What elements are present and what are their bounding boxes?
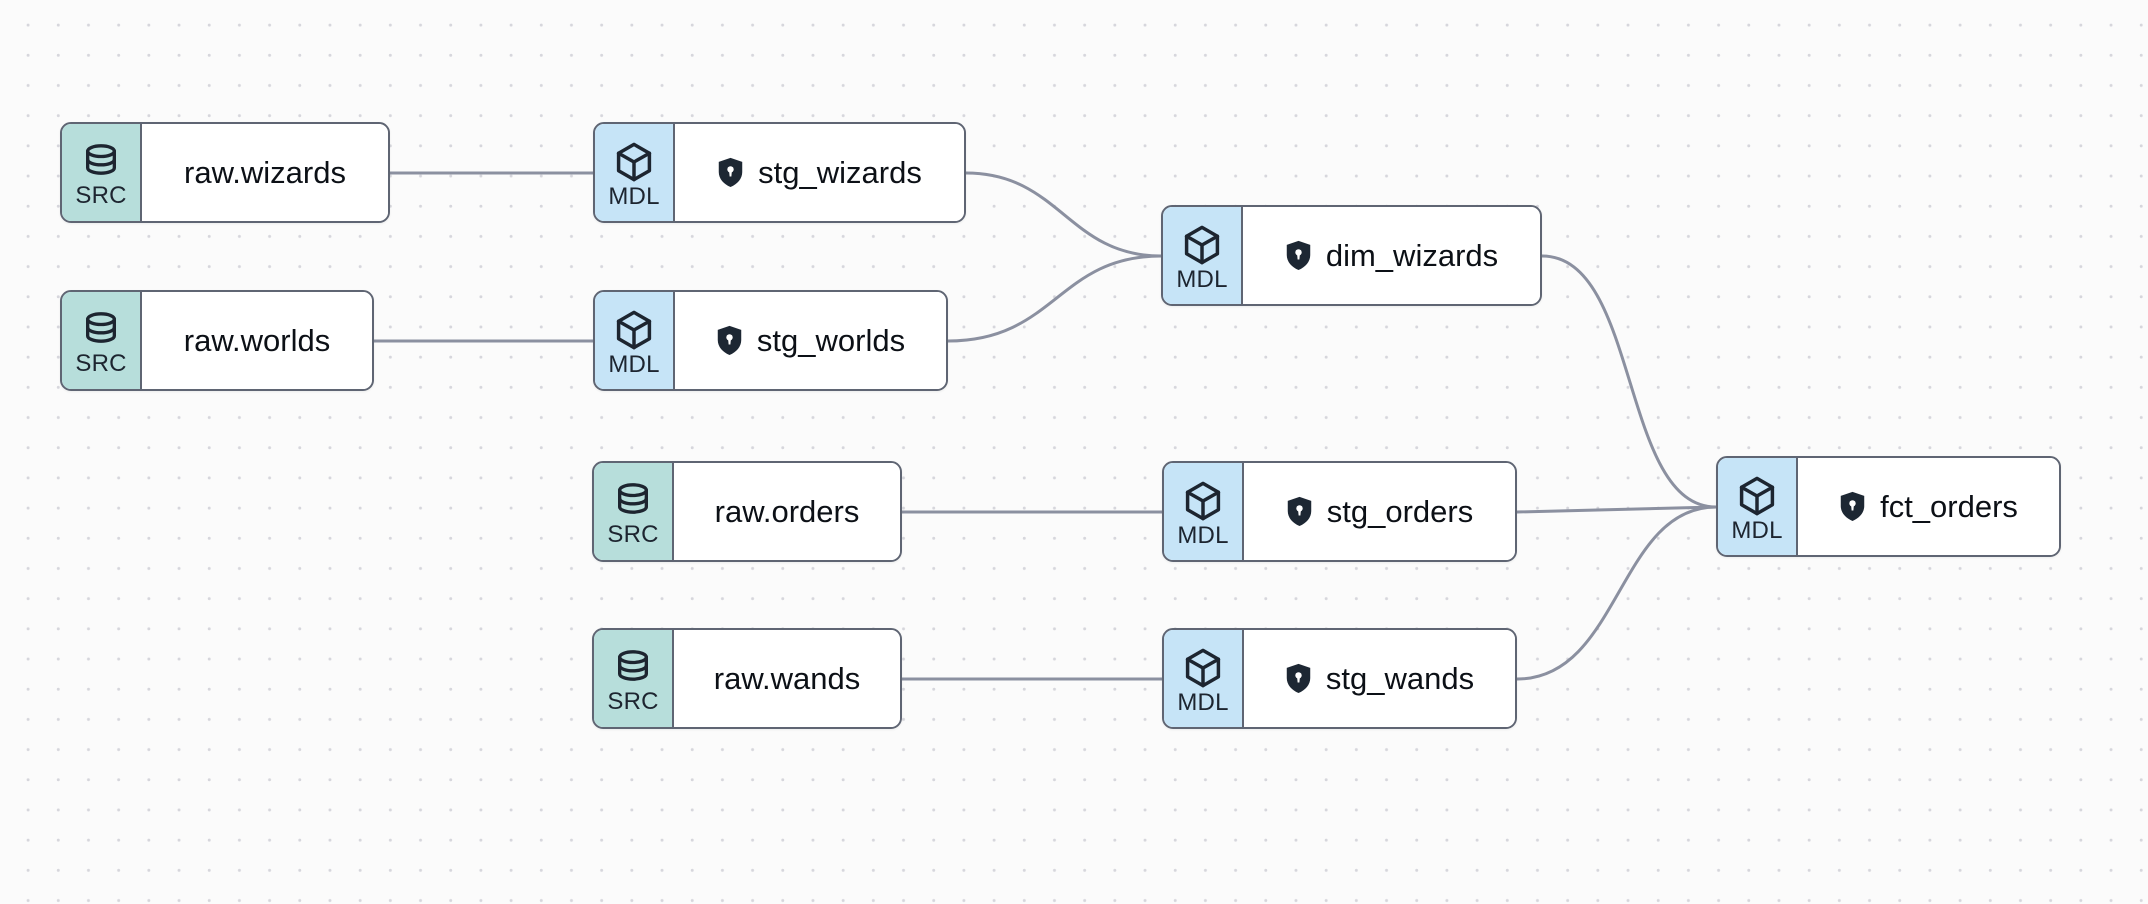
node-kind-badge-mdl: MDL	[1163, 207, 1243, 304]
node-body: raw.orders	[674, 463, 900, 560]
lock-shield-icon	[1285, 240, 1312, 271]
node-kind-label: MDL	[1177, 522, 1229, 549]
database-icon	[81, 309, 121, 351]
node-body: raw.wizards	[142, 124, 388, 221]
node-kind-label: MDL	[1731, 517, 1783, 544]
node-label: stg_wizards	[758, 154, 922, 190]
node-kind-badge-mdl: MDL	[1718, 458, 1798, 555]
node-label: raw.wizards	[184, 154, 346, 190]
lock-shield-icon	[1285, 663, 1312, 694]
node-raw-orders[interactable]: SRC raw.orders	[592, 461, 902, 562]
node-kind-badge-src: SRC	[594, 463, 674, 560]
node-kind-label: MDL	[1177, 689, 1229, 716]
cube-icon	[612, 140, 656, 184]
node-label: fct_orders	[1880, 488, 2018, 524]
edge-e-dim-wizards-fct-orders	[1540, 254, 1718, 509]
node-label: raw.worlds	[183, 322, 331, 358]
node-kind-badge-src: SRC	[594, 630, 674, 727]
lock-shield-icon	[717, 157, 744, 188]
database-icon	[81, 141, 121, 183]
node-body: fct_orders	[1798, 458, 2059, 555]
cube-icon	[1180, 223, 1224, 267]
database-icon	[613, 480, 653, 522]
lock-shield-icon	[1286, 496, 1313, 527]
node-label: dim_wizards	[1325, 237, 1499, 273]
cube-icon	[612, 308, 656, 352]
node-kind-badge-src: SRC	[62, 124, 142, 221]
node-kind-label: SRC	[607, 688, 659, 715]
node-label: stg_worlds	[756, 322, 906, 358]
node-label: raw.orders	[714, 493, 860, 529]
lock-shield-icon	[716, 325, 743, 356]
node-body: dim_wizards	[1243, 207, 1540, 304]
node-raw-wands[interactable]: SRC raw.wands	[592, 628, 902, 729]
lock-shield-icon	[1839, 491, 1866, 522]
node-fct-orders[interactable]: MDL fct_orders	[1716, 456, 2061, 557]
node-body: stg_orders	[1244, 463, 1515, 560]
node-kind-label: MDL	[608, 351, 660, 378]
node-kind-label: SRC	[607, 521, 659, 548]
node-raw-wizards[interactable]: SRC raw.wizards	[60, 122, 390, 223]
edge-e-stg-orders-fct-orders	[1515, 505, 1718, 514]
node-stg-worlds[interactable]: MDL stg_worlds	[593, 290, 948, 391]
node-body: stg_worlds	[675, 292, 946, 389]
node-body: raw.wands	[674, 630, 900, 727]
database-icon	[613, 647, 653, 689]
edge-e-stg-worlds-dim-wizards	[946, 254, 1163, 343]
cube-icon	[1735, 474, 1779, 518]
edge-e-stg-wizards-dim-wizards	[964, 171, 1163, 258]
edge-e-stg-wands-fct-orders	[1515, 505, 1718, 681]
node-stg-wands[interactable]: MDL stg_wands	[1162, 628, 1517, 729]
node-stg-wizards[interactable]: MDL stg_wizards	[593, 122, 966, 223]
node-body: raw.worlds	[142, 292, 372, 389]
node-stg-orders[interactable]: MDL stg_orders	[1162, 461, 1517, 562]
node-body: stg_wands	[1244, 630, 1515, 727]
node-kind-label: MDL	[608, 183, 660, 210]
node-body: stg_wizards	[675, 124, 964, 221]
node-label: raw.wands	[713, 660, 861, 696]
node-kind-badge-mdl: MDL	[595, 124, 675, 221]
node-label: stg_orders	[1326, 493, 1474, 529]
node-kind-badge-mdl: MDL	[1164, 463, 1244, 560]
node-kind-label: SRC	[75, 350, 127, 377]
cube-icon	[1181, 646, 1225, 690]
node-kind-label: MDL	[1176, 266, 1228, 293]
node-label: stg_wands	[1325, 660, 1475, 696]
node-raw-worlds[interactable]: SRC raw.worlds	[60, 290, 374, 391]
cube-icon	[1181, 479, 1225, 523]
node-dim-wizards[interactable]: MDL dim_wizards	[1161, 205, 1542, 306]
node-kind-badge-mdl: MDL	[1164, 630, 1244, 727]
node-kind-badge-mdl: MDL	[595, 292, 675, 389]
node-kind-badge-src: SRC	[62, 292, 142, 389]
node-kind-label: SRC	[75, 182, 127, 209]
